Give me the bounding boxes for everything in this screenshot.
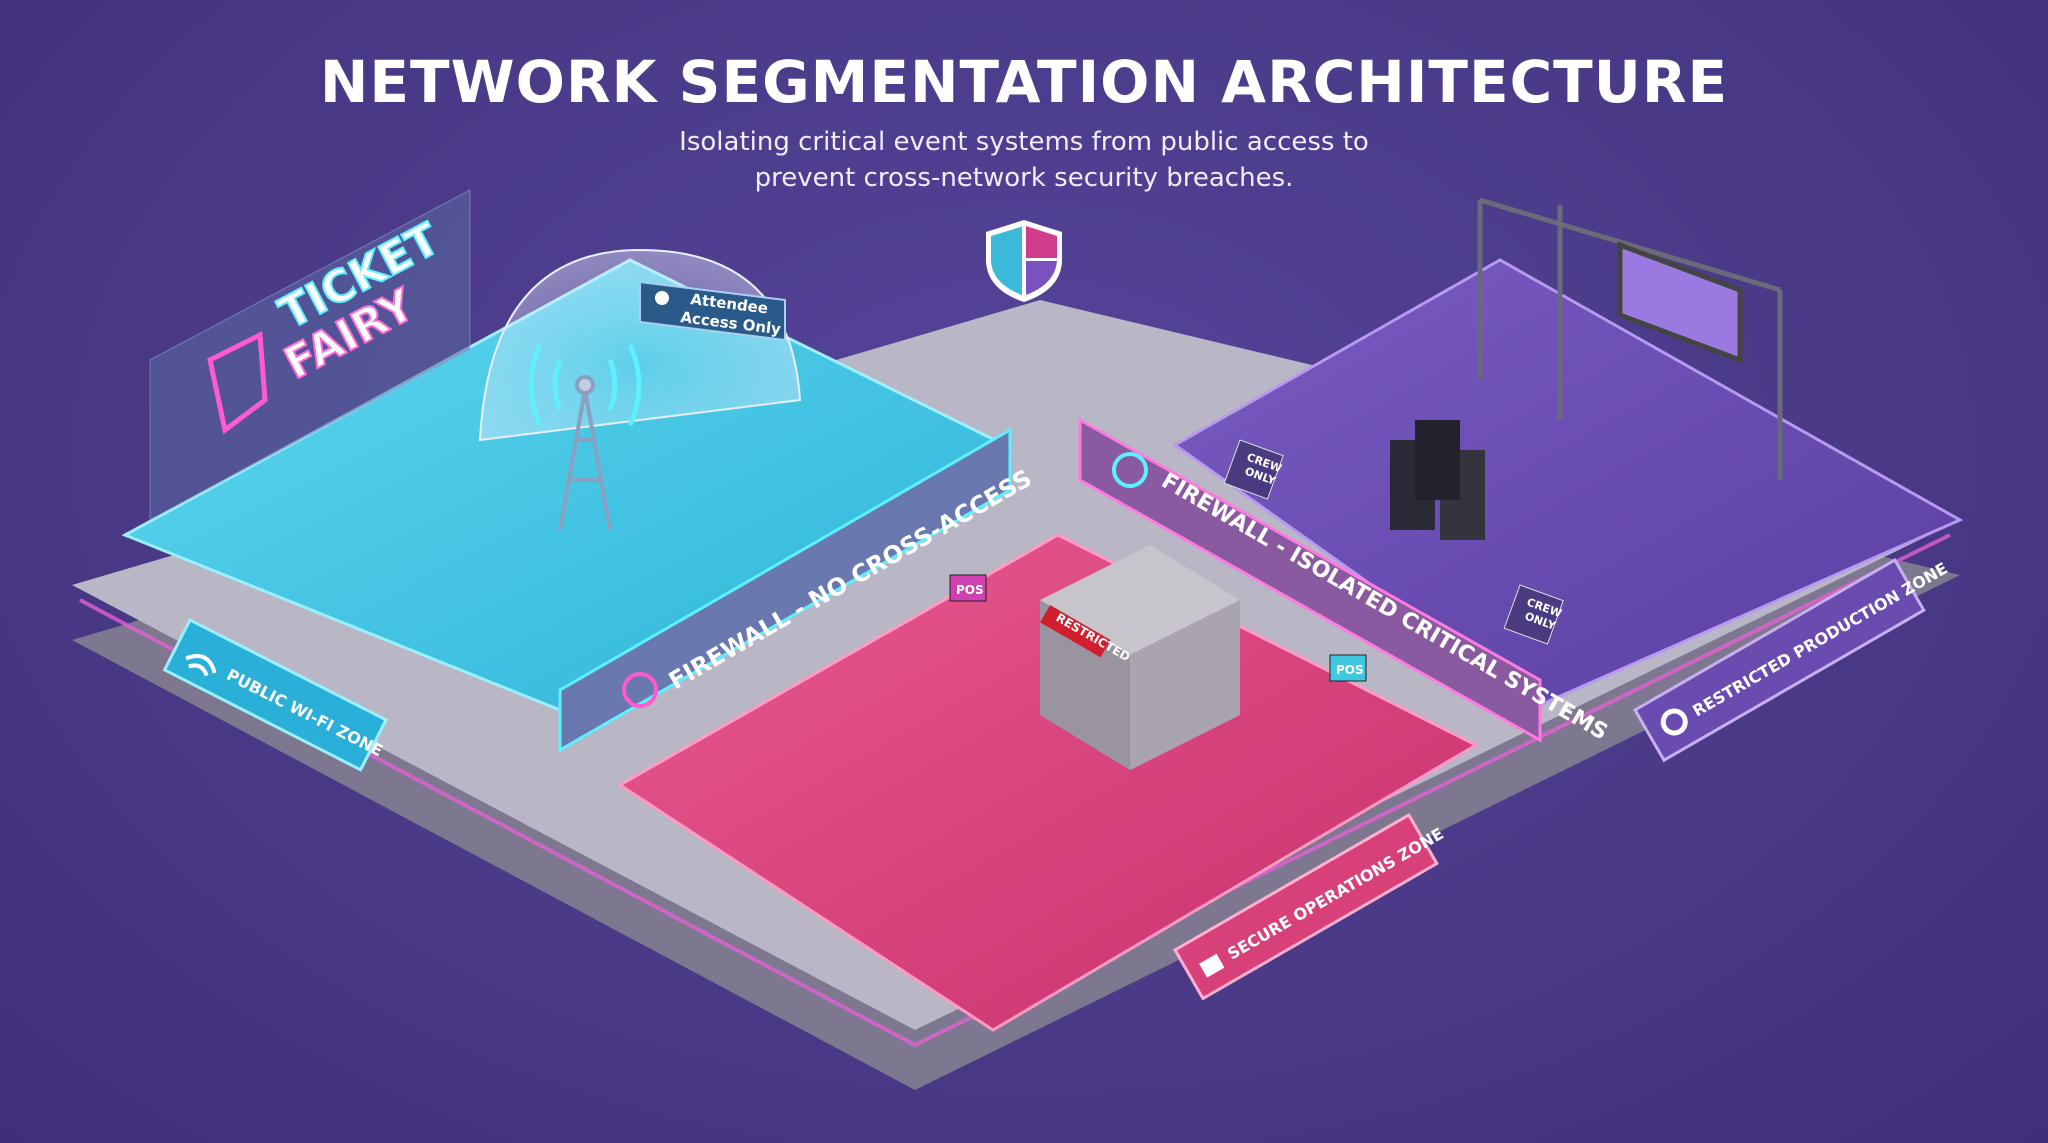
subtitle-line-1: Isolating critical event systems from pu… [679, 127, 1369, 157]
wifi-icon [185, 654, 217, 677]
user-icon [655, 291, 669, 305]
no-entry-icon [622, 672, 658, 708]
page-title: NETWORK SEGMENTATION ARCHITECTURE [319, 48, 1729, 116]
page-subtitle: Isolating critical event systems from pu… [574, 124, 1474, 196]
pos-terminal: POS [1329, 654, 1367, 682]
stage-truss [1477, 197, 1783, 480]
pos-terminal: POS [949, 574, 987, 602]
cell-tower-icon [558, 375, 612, 531]
crew-only-sign: CREW ONLY [1503, 584, 1564, 645]
subtitle-line-2: prevent cross-network security breaches. [754, 163, 1294, 193]
server-racks [1390, 420, 1485, 540]
crew-only-sign: CREW ONLY [1223, 439, 1284, 500]
pos-label: POS [956, 583, 984, 597]
padlock-icon [1112, 452, 1148, 488]
pos-label: POS [1336, 663, 1364, 677]
segmented-shield-icon [986, 220, 1062, 302]
restricted-server-room: RESTRICTED [1040, 545, 1240, 770]
gears-icon [1660, 708, 1688, 736]
wifi-signal-icon [528, 343, 642, 427]
lock-icon [1199, 953, 1225, 978]
secure-operations-zone-floor [617, 533, 1480, 1032]
